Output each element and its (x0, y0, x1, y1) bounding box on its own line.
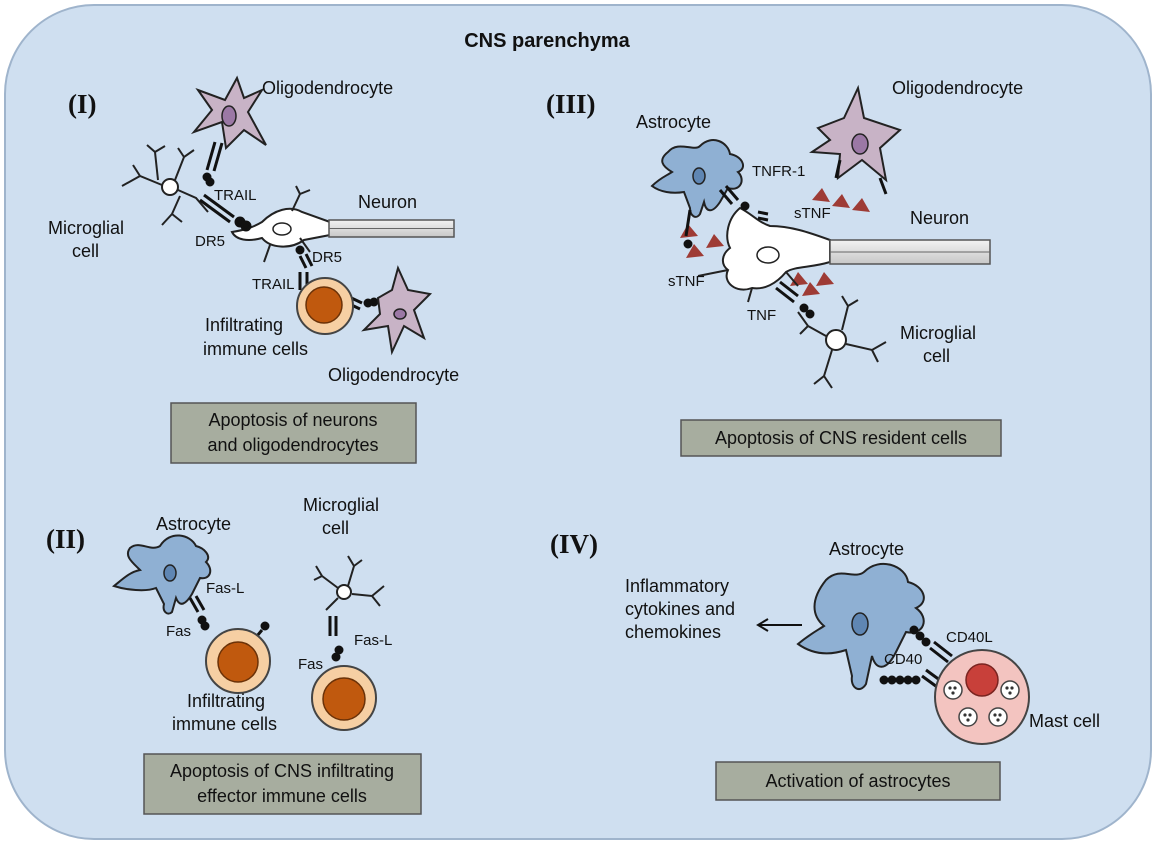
oligodendrocyte-label-top: Oligodendrocyte (262, 78, 393, 98)
neuron-label-iii: Neuron (910, 208, 969, 228)
result-box-iii (680, 419, 1002, 457)
page-title: CNS parenchyma (464, 30, 630, 52)
panel-ii-numeral: (II) (46, 524, 85, 554)
mast-cell-label: Mast cell (1029, 711, 1100, 731)
tnf-chains-iii (683, 159, 888, 319)
stnf-label-top: sTNF (794, 205, 831, 222)
fasl-label-left: Fas-L (206, 580, 244, 597)
immune-cell-i (296, 277, 354, 335)
result-box-ii (143, 753, 422, 815)
astrocyte-cell-iii (650, 139, 745, 218)
astrocyte-cell-ii (111, 534, 212, 615)
result-box-i-line1: Apoptosis of neurons (208, 410, 377, 430)
infiltrating-label-ii-line2: immune cells (172, 714, 277, 734)
immune-cell-ii-left (205, 628, 271, 694)
result-box-ii-line2: effector immune cells (197, 786, 367, 806)
infiltrating-label-ii-line1: Infiltrating (187, 691, 265, 711)
microglial-cell-i (121, 144, 209, 226)
panel-i-numeral: (I) (68, 89, 97, 119)
panel-iv: (IV) Astrocyte Inflammatory cytokines an… (550, 529, 1100, 801)
secretion-arrow (756, 618, 802, 632)
fas-chains-ii (188, 595, 344, 662)
immune-cell-ii-right (311, 665, 377, 731)
microglial-label-i-line1: Microglial (48, 218, 124, 238)
neuron-i (230, 185, 455, 263)
microglial-label-iii-line1: Microglial (900, 323, 976, 343)
result-box-iii-text: Apoptosis of CNS resident cells (715, 428, 967, 448)
astrocyte-label-iv: Astrocyte (829, 539, 904, 559)
oligodendrocyte-label-bottom: Oligodendrocyte (328, 365, 459, 385)
microglial-label-iii-line2: cell (923, 346, 950, 366)
microglial-label-ii-line1: Microglial (303, 495, 379, 515)
oligodendrocyte-label-iii: Oligodendrocyte (892, 78, 1023, 98)
oligodendrocyte-cell-iii (809, 84, 902, 183)
result-box-i (170, 402, 417, 464)
cd40-chains-iv (879, 625, 953, 694)
cd40l-label: CD40L (946, 629, 993, 646)
result-box-i-line2: and oligodendrocytes (207, 435, 378, 455)
trail-label-top: TRAIL (214, 187, 257, 204)
neuron-label-i: Neuron (358, 192, 417, 212)
panel-iii-numeral: (III) (546, 89, 596, 119)
inflammatory-label-line2: cytokines and (625, 599, 735, 619)
mast-cell (934, 649, 1030, 745)
cd40-label: CD40 (884, 651, 922, 668)
microglial-label-ii-line2: cell (322, 518, 349, 538)
panel-ii: (II) Astrocyte Fas-L Fas Infiltrating im… (46, 495, 422, 815)
dr5-label-left: DR5 (195, 233, 225, 250)
trail-dr5-chains-i (199, 141, 379, 311)
microglial-cell-ii (313, 555, 385, 611)
inflammatory-label-line3: chemokines (625, 622, 721, 642)
result-box-ii-line1: Apoptosis of CNS infiltrating (170, 761, 394, 781)
panel-iii: (III) Astrocyte Oligodendrocyte TNFR-1 s… (546, 78, 1023, 457)
fasl-label-right: Fas-L (354, 632, 392, 649)
panel-i: (I) Oligodendrocyte Microglial cell Neur… (48, 75, 459, 464)
oligodendrocyte-cell-bottom (361, 265, 433, 356)
dr5-label-right: DR5 (312, 249, 342, 266)
result-box-iv (715, 761, 1001, 801)
inflammatory-label-line1: Inflammatory (625, 576, 729, 596)
result-box-iv-text: Activation of astrocytes (765, 771, 950, 791)
neuron-iii (697, 206, 991, 303)
tnf-label: TNF (747, 307, 776, 324)
tnfr1-label: TNFR-1 (752, 163, 805, 180)
infiltrating-label-i-line1: Infiltrating (205, 315, 283, 335)
fas-label-right: Fas (298, 656, 323, 673)
stnf-label-left: sTNF (668, 273, 705, 290)
panel-iv-numeral: (IV) (550, 529, 598, 559)
infiltrating-label-i-line2: immune cells (203, 339, 308, 359)
astrocyte-label-iii: Astrocyte (636, 112, 711, 132)
trail-label-bottom: TRAIL (252, 276, 295, 293)
microglial-cell-iii (797, 295, 887, 389)
fas-label-left: Fas (166, 623, 191, 640)
astrocyte-cell-iv (796, 562, 925, 691)
oligodendrocyte-cell-top (190, 75, 267, 151)
microglial-label-i-line2: cell (72, 241, 99, 261)
astrocyte-label-ii: Astrocyte (156, 514, 231, 534)
